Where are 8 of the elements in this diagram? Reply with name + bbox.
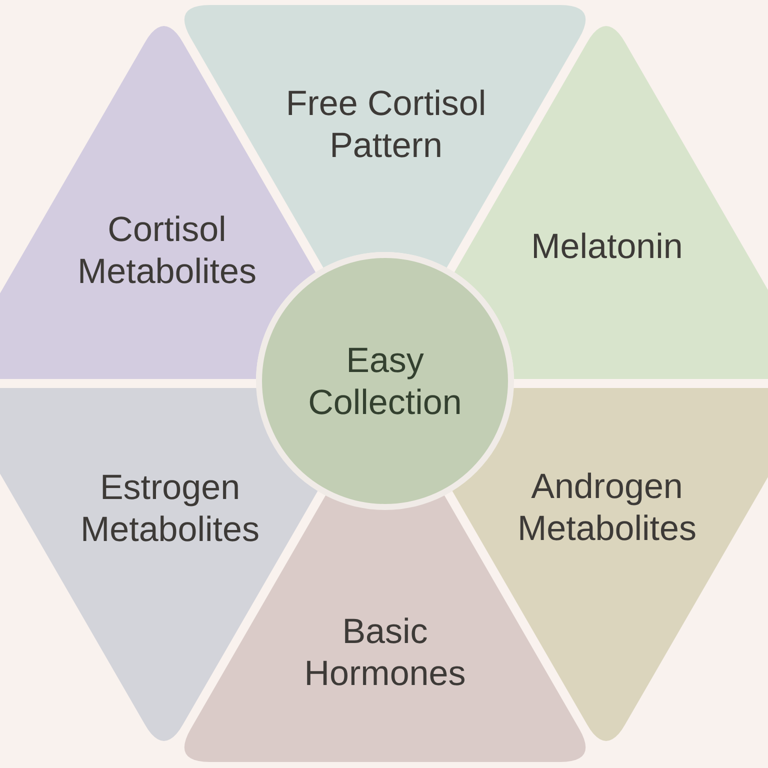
segment-label: Estrogen Metabolites [80, 467, 260, 551]
segment-label: Basic Hormones [303, 611, 467, 695]
segment-label: Androgen Metabolites [516, 466, 698, 550]
segment-label: Melatonin [530, 226, 684, 268]
segment-label: Free Cortisol Pattern [284, 83, 488, 167]
center-circle [256, 252, 514, 510]
segment-label: Cortisol Metabolites [76, 209, 258, 293]
center-label: Easy Collection [307, 340, 463, 424]
